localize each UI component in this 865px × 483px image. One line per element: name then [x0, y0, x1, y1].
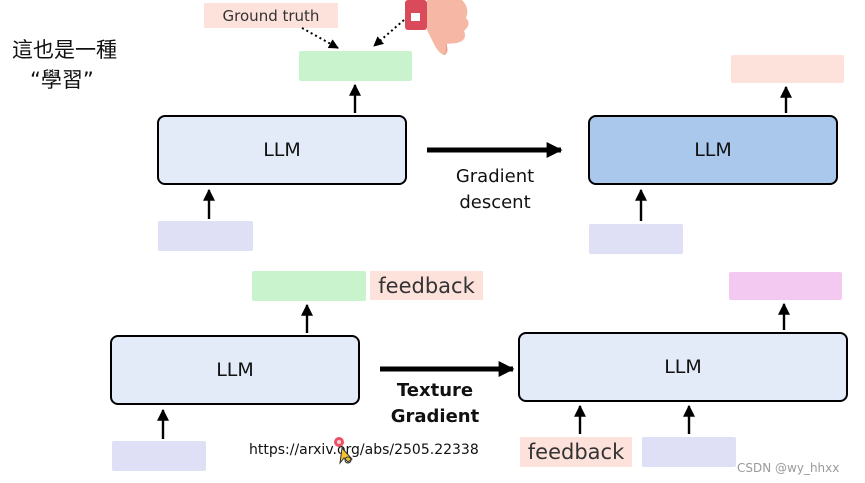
input-row2-before — [112, 441, 206, 471]
ground-truth-tag: Ground truth — [204, 3, 338, 28]
texture-gradient-line1: Texture — [396, 380, 474, 401]
output-wrong-top-right — [731, 55, 844, 83]
output-correct-top-left — [299, 51, 412, 81]
watermark: CSDN @wy_hhxx — [737, 461, 840, 475]
llm-box-row2-before: LLM — [110, 335, 360, 405]
dotted-arrow-from-ground-truth — [301, 27, 339, 49]
feedback-tag-top: feedback — [370, 271, 483, 300]
note-line-2: “學習” — [30, 68, 94, 92]
note-line-1: 這也是一種 — [12, 38, 117, 62]
feedback-tag-bottom: feedback — [520, 437, 632, 467]
texture-gradient-line2: Gradient — [390, 406, 480, 427]
input-row2-after — [642, 437, 736, 467]
output-row2-before — [252, 271, 366, 301]
llm-box-row1-before: LLM — [157, 115, 407, 185]
output-row2-after — [729, 272, 842, 300]
input-row1-after — [589, 224, 683, 254]
gradient-descent-line2: descent — [459, 192, 531, 213]
gradient-descent-line1: Gradient — [455, 166, 535, 187]
llm-box-row2-after: LLM — [518, 332, 848, 402]
dotted-arrow-from-hand — [373, 19, 405, 47]
llm-box-row1-after: LLM — [588, 115, 838, 185]
paper-url[interactable]: https://arxiv.org/abs/2505.22338 — [249, 442, 479, 458]
input-row1-before — [158, 221, 253, 251]
